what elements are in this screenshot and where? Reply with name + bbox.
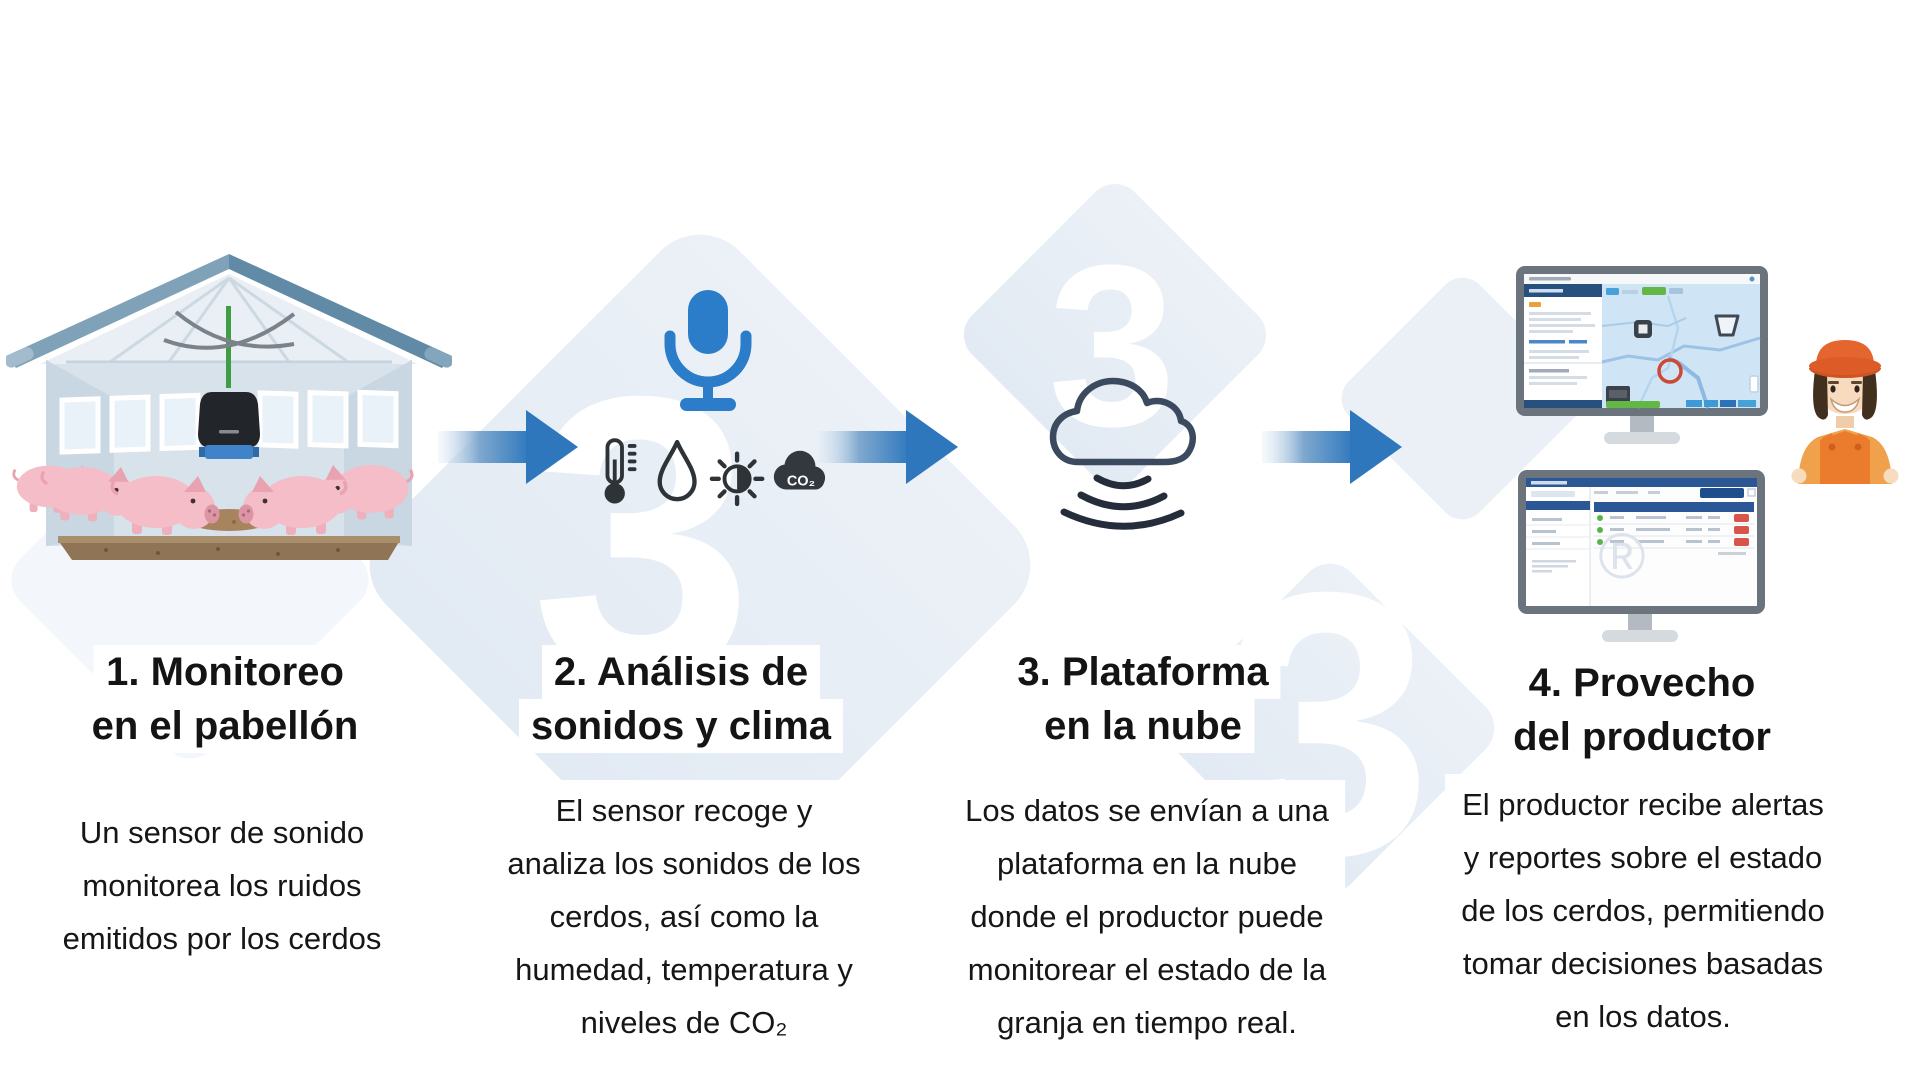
table-row — [1594, 538, 1754, 549]
barn-floor — [58, 536, 400, 560]
step-4-title: 4. Provecho del productor — [1501, 656, 1783, 764]
pig-barn-illustration — [6, 254, 452, 560]
step-1-title: 1. Monitoreo en el pabellón — [79, 645, 371, 753]
map-dashboard-screen — [1524, 274, 1761, 409]
step-2-title: 2. Análisis de sonidos y clima — [518, 645, 844, 753]
step-2-description: El sensor recoge y analiza los sonidos d… — [491, 780, 877, 1053]
step-4-description: El productor recibe alertas y reportes s… — [1445, 774, 1841, 1047]
signal-waves — [1060, 474, 1185, 530]
map-alert-marker — [1657, 358, 1683, 384]
climate-sensor-icons: CO₂ — [604, 438, 826, 507]
table-row — [1594, 514, 1754, 525]
flow-arrow-icon — [818, 410, 958, 484]
step-3-title: 3. Plataforma en la nube — [1005, 645, 1281, 753]
co2-cloud-icon: CO₂ — [773, 450, 826, 490]
step-1-description: Un sensor de sonido monitorea los ruidos… — [46, 802, 398, 969]
table-row — [1594, 526, 1754, 537]
cloud-outline — [1049, 377, 1196, 466]
watermark-digit-3: 3 — [1048, 217, 1176, 474]
co2-label: CO₂ — [787, 474, 815, 490]
thermometer-icon — [604, 438, 637, 504]
cloud-signal-icon — [1049, 377, 1196, 530]
brightness-sun-icon — [709, 451, 765, 507]
step-3-description: Los datos se envían a una plataforma en … — [949, 780, 1345, 1053]
farmer-avatar — [1791, 340, 1899, 484]
map-dashboard-monitor — [1516, 266, 1768, 444]
flow-arrow-icon — [438, 410, 578, 484]
microphone-icon — [664, 290, 752, 411]
table-dashboard-screen: ® — [1526, 478, 1757, 606]
barn-windows — [59, 389, 399, 455]
barn-roof — [6, 254, 452, 368]
flow-arrow-icon — [1262, 410, 1402, 484]
humidity-droplet-icon — [657, 439, 697, 502]
sound-sensor-device — [163, 306, 296, 459]
farmer-face — [1816, 366, 1874, 414]
registered-trademark-watermark: ® — [1598, 520, 1645, 592]
table-dashboard-monitor: ® — [1518, 470, 1765, 642]
